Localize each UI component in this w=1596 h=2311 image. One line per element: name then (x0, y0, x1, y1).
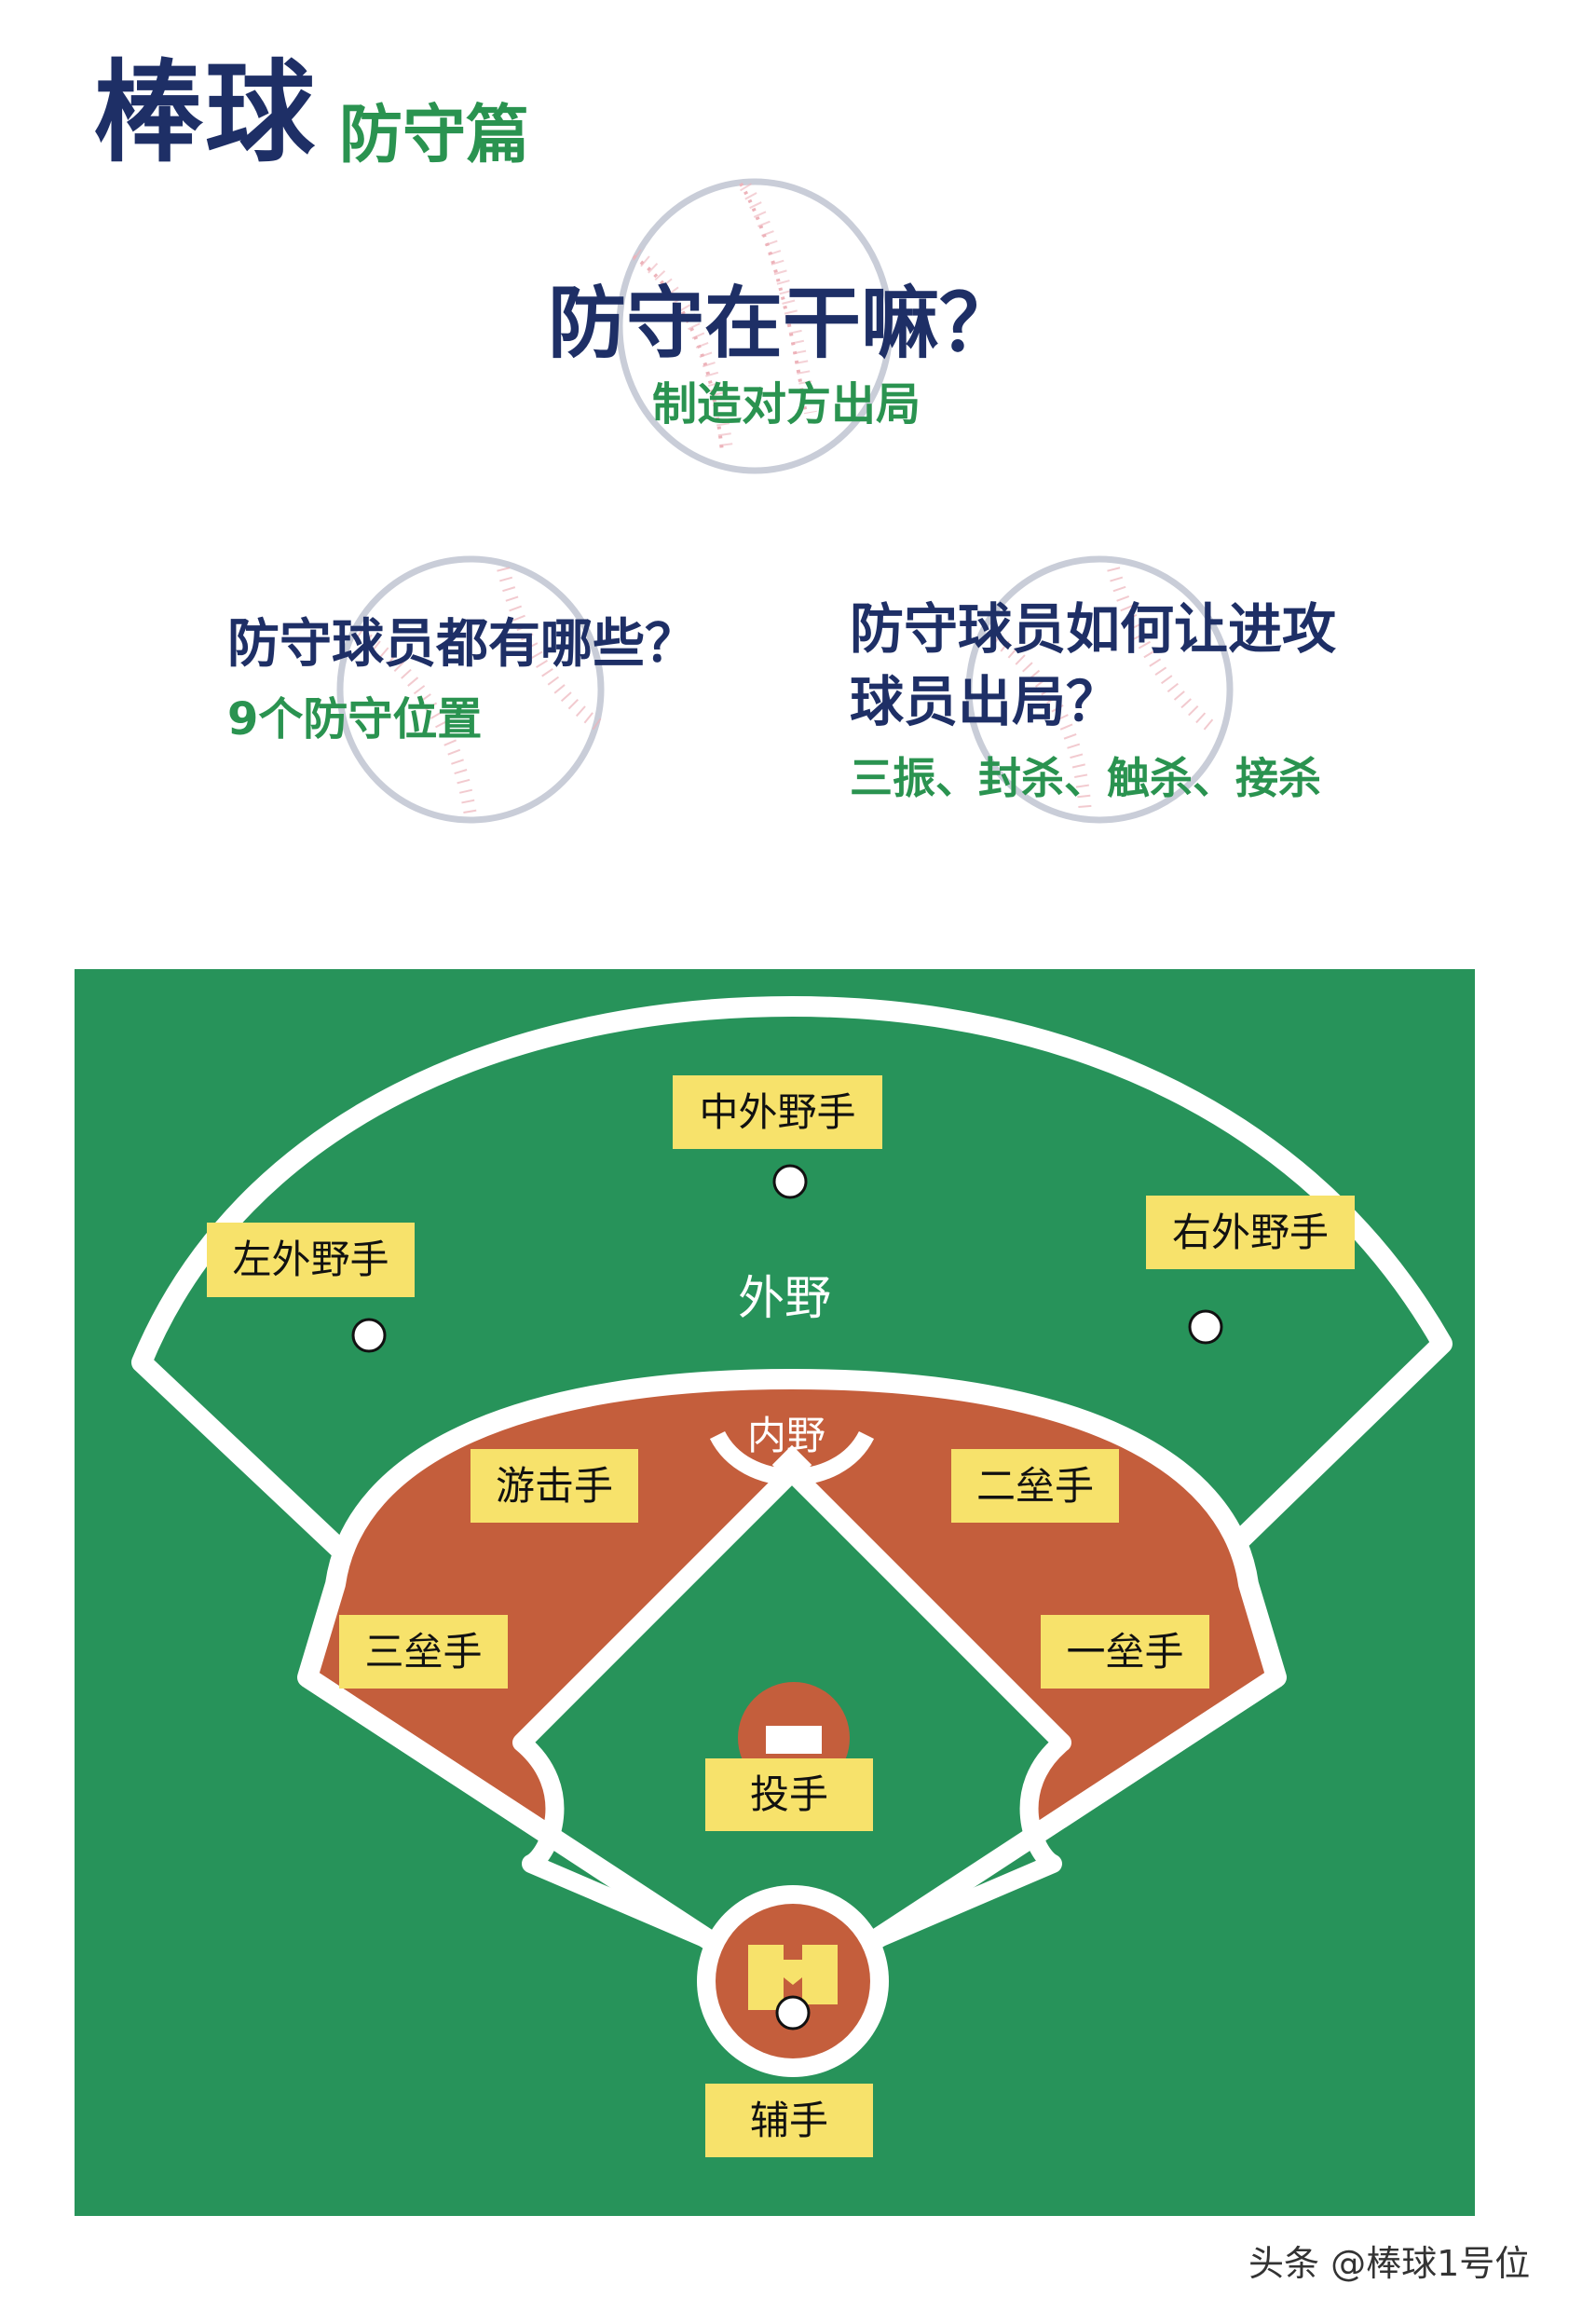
second-base (771, 1444, 812, 1485)
pitchers-rubber (766, 1726, 822, 1754)
page-title: 棒球 (93, 48, 318, 177)
positions-answer: 9个防守位置 (227, 693, 483, 745)
infield-zone-label: 内野 (747, 1413, 826, 1458)
batters-box-right (802, 1945, 838, 2004)
outfield-zone-label: 外野 (738, 1271, 831, 1325)
home-plate (784, 1960, 802, 1985)
outs-question-line2: 球员出局？ (850, 670, 1121, 733)
position-label-pitcher: 投手 (705, 1758, 873, 1831)
center-fielder-marker (772, 1164, 808, 1199)
position-label-left-fielder: 左外野手 (207, 1223, 415, 1297)
batters-box-left (748, 1945, 784, 2010)
page-subtitle: 防守篇 (339, 99, 530, 172)
field-lines (131, 996, 1453, 2077)
position-label-right-fielder: 右外野手 (1146, 1196, 1355, 1269)
outs-question-line1: 防守球员如何让进攻 (850, 597, 1337, 661)
right-fielder-marker (1188, 1309, 1223, 1345)
baseball-field-diagram: 外野 内野 中外野手 左外野手 右外野手 游击手 二垒手 三垒手 一垒手 投手 … (75, 969, 1475, 2216)
position-label-third-baseman: 三垒手 (339, 1615, 508, 1689)
position-label-first-baseman: 一垒手 (1041, 1615, 1209, 1689)
main-answer: 制造对方出局 (652, 378, 921, 431)
baseball-icon (336, 555, 605, 824)
position-label-shortstop: 游击手 (471, 1449, 638, 1523)
position-label-catcher: 辅手 (705, 2084, 873, 2157)
positions-question: 防守球员都有哪些？ (227, 614, 697, 675)
watermark: 头条 @棒球1号位 (1248, 2243, 1531, 2284)
position-label-center-fielder: 中外野手 (673, 1075, 882, 1149)
main-question: 防守在干嘛？ (548, 278, 1018, 369)
left-fielder-marker (351, 1318, 387, 1353)
catcher-marker (775, 1995, 811, 2031)
baseball-icon (965, 555, 1234, 824)
baseball-icon (616, 178, 893, 474)
position-label-second-baseman: 二垒手 (951, 1449, 1119, 1523)
outs-answer: 三振、封杀、触杀、接杀 (850, 753, 1321, 803)
